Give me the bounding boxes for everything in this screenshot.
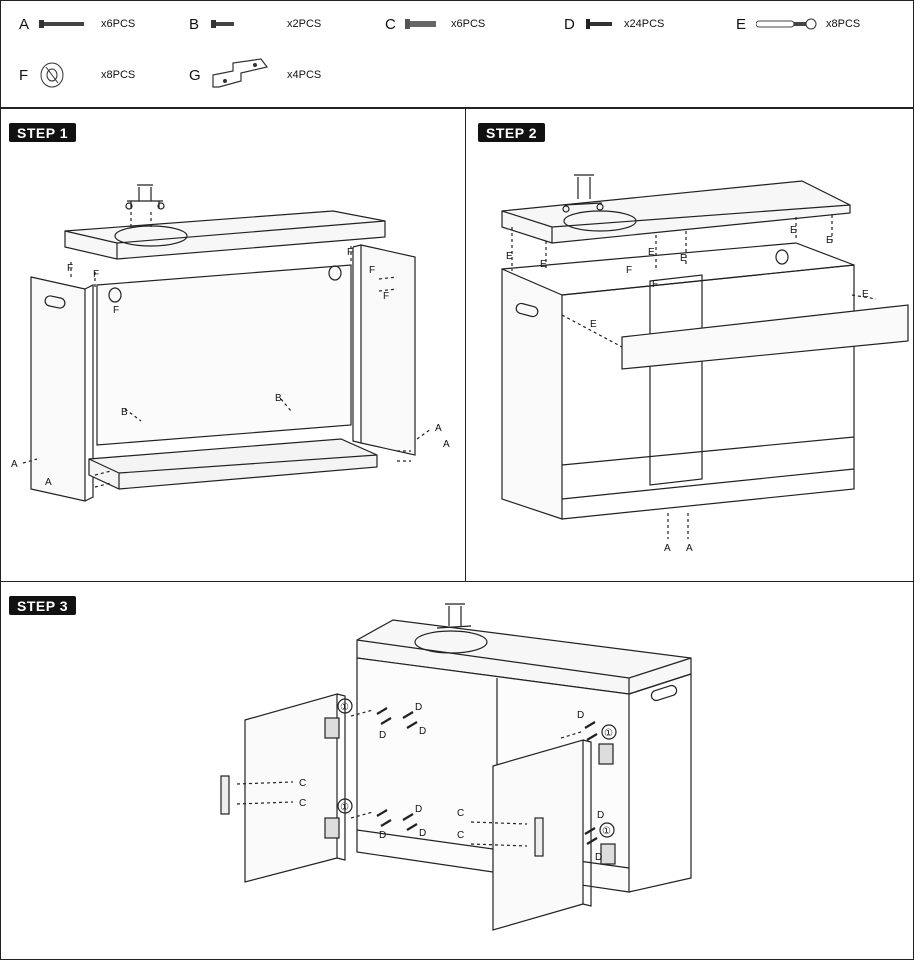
part-g: G x4PCS xyxy=(189,57,359,93)
hinge xyxy=(324,717,340,739)
step-1-label: STEP 1 xyxy=(9,123,76,142)
part-e: E x8PCS xyxy=(736,13,896,35)
callout-c: C xyxy=(457,808,464,819)
step-1-drawing: F F F F F F B B A A A A xyxy=(11,184,450,502)
part-qty: x6PCS xyxy=(101,18,136,30)
callout-d: D xyxy=(379,730,386,741)
faucet xyxy=(436,603,472,629)
callout-a: A xyxy=(664,543,671,554)
hinge xyxy=(600,843,616,865)
callout-c: C xyxy=(299,778,306,789)
callout-f: F xyxy=(626,265,632,276)
door-handle xyxy=(220,775,230,815)
parts-legend: A x6PCS B x2PCS C x6PCS D x24PCS E xyxy=(0,0,914,108)
callout-d: D xyxy=(595,852,602,863)
left-door xyxy=(244,693,338,883)
step-2-label: STEP 2 xyxy=(478,123,545,142)
small-screw-icon xyxy=(586,19,612,29)
hinge-number: ① xyxy=(602,826,611,837)
callout-d: D xyxy=(415,804,422,815)
part-qty: x8PCS xyxy=(101,69,136,81)
callout-e: E xyxy=(506,251,513,262)
part-a: A x6PCS xyxy=(19,13,169,35)
callout-f: F xyxy=(369,265,375,276)
part-qty: x6PCS xyxy=(451,18,486,30)
part-b: B x2PCS xyxy=(189,13,339,35)
center-divider xyxy=(649,274,703,486)
callout-a: A xyxy=(435,423,442,434)
faucet xyxy=(127,184,163,209)
step-3-drawing: ① ① ① ① C C C C D D D D D D D D D xyxy=(220,603,692,931)
part-d: D x24PCS xyxy=(564,13,714,35)
part-letter: B xyxy=(189,15,200,33)
cam-lock-icon xyxy=(40,62,64,88)
callout-e: E xyxy=(826,235,833,246)
callout-d: D xyxy=(415,702,422,713)
callout-c: C xyxy=(299,798,306,809)
callout-f: F xyxy=(383,291,389,302)
cam-bolt-icon xyxy=(756,18,817,30)
callout-f: F xyxy=(67,263,73,274)
hinge-icon xyxy=(212,58,269,88)
step-3-panel: STEP 3 xyxy=(0,581,914,960)
callout-a: A xyxy=(45,477,52,488)
hinge xyxy=(324,817,340,839)
callout-a: A xyxy=(686,543,693,554)
callout-a: A xyxy=(11,459,18,470)
part-letter: D xyxy=(564,15,575,33)
part-letter: E xyxy=(736,15,747,33)
hinge-number: ① xyxy=(340,802,349,813)
faucet xyxy=(563,174,603,206)
long-screw-icon xyxy=(39,20,84,28)
countertop xyxy=(501,180,851,244)
callout-e: E xyxy=(648,247,655,258)
callout-f: F xyxy=(652,279,658,290)
callout-d: D xyxy=(577,710,584,721)
callout-e: E xyxy=(862,289,869,300)
step-3-label: STEP 3 xyxy=(9,596,76,615)
callout-d: D xyxy=(597,810,604,821)
callout-c: C xyxy=(457,830,464,841)
callout-f: F xyxy=(113,305,119,316)
callout-d: D xyxy=(379,830,386,841)
right-side-panel xyxy=(360,244,416,456)
hinge xyxy=(598,743,614,765)
callout-e: E xyxy=(680,253,687,264)
back-panel xyxy=(96,264,352,446)
part-letter: F xyxy=(19,66,29,84)
callout-f: F xyxy=(93,269,99,280)
callout-f: F xyxy=(347,247,353,258)
sink-basin xyxy=(414,630,488,654)
step-2-panel: STEP 2 xyxy=(465,108,914,582)
hinge-number: ① xyxy=(340,702,349,713)
callout-e: E xyxy=(540,259,547,270)
part-letter: A xyxy=(19,15,30,33)
callout-d: D xyxy=(419,726,426,737)
front-rail xyxy=(621,304,909,370)
sink-basin xyxy=(563,210,637,232)
part-letter: C xyxy=(385,15,396,33)
callout-e: E xyxy=(790,225,797,236)
part-c: C x6PCS xyxy=(385,13,535,35)
door-handle xyxy=(534,817,544,857)
callout-b: B xyxy=(121,407,128,418)
callout-e: E xyxy=(590,319,597,330)
bottom-shelf xyxy=(88,438,378,490)
part-f: F x8PCS xyxy=(19,61,169,89)
callout-d: D xyxy=(419,828,426,839)
part-qty: x8PCS xyxy=(826,18,861,30)
part-qty: x4PCS xyxy=(287,69,322,81)
left-side-panel xyxy=(30,276,86,502)
hinge-number: ① xyxy=(604,728,613,739)
machine-screw-icon xyxy=(405,19,436,29)
step-2-drawing: E E E E E E E E F F A A xyxy=(501,174,909,554)
step-1-panel: STEP 1 xyxy=(0,108,466,582)
countertop xyxy=(64,210,386,260)
part-qty: x24PCS xyxy=(624,18,665,30)
callout-b: B xyxy=(275,393,282,404)
short-screw-icon xyxy=(211,20,234,28)
part-letter: G xyxy=(189,66,201,84)
part-qty: x2PCS xyxy=(287,18,322,30)
callout-a: A xyxy=(443,439,450,450)
